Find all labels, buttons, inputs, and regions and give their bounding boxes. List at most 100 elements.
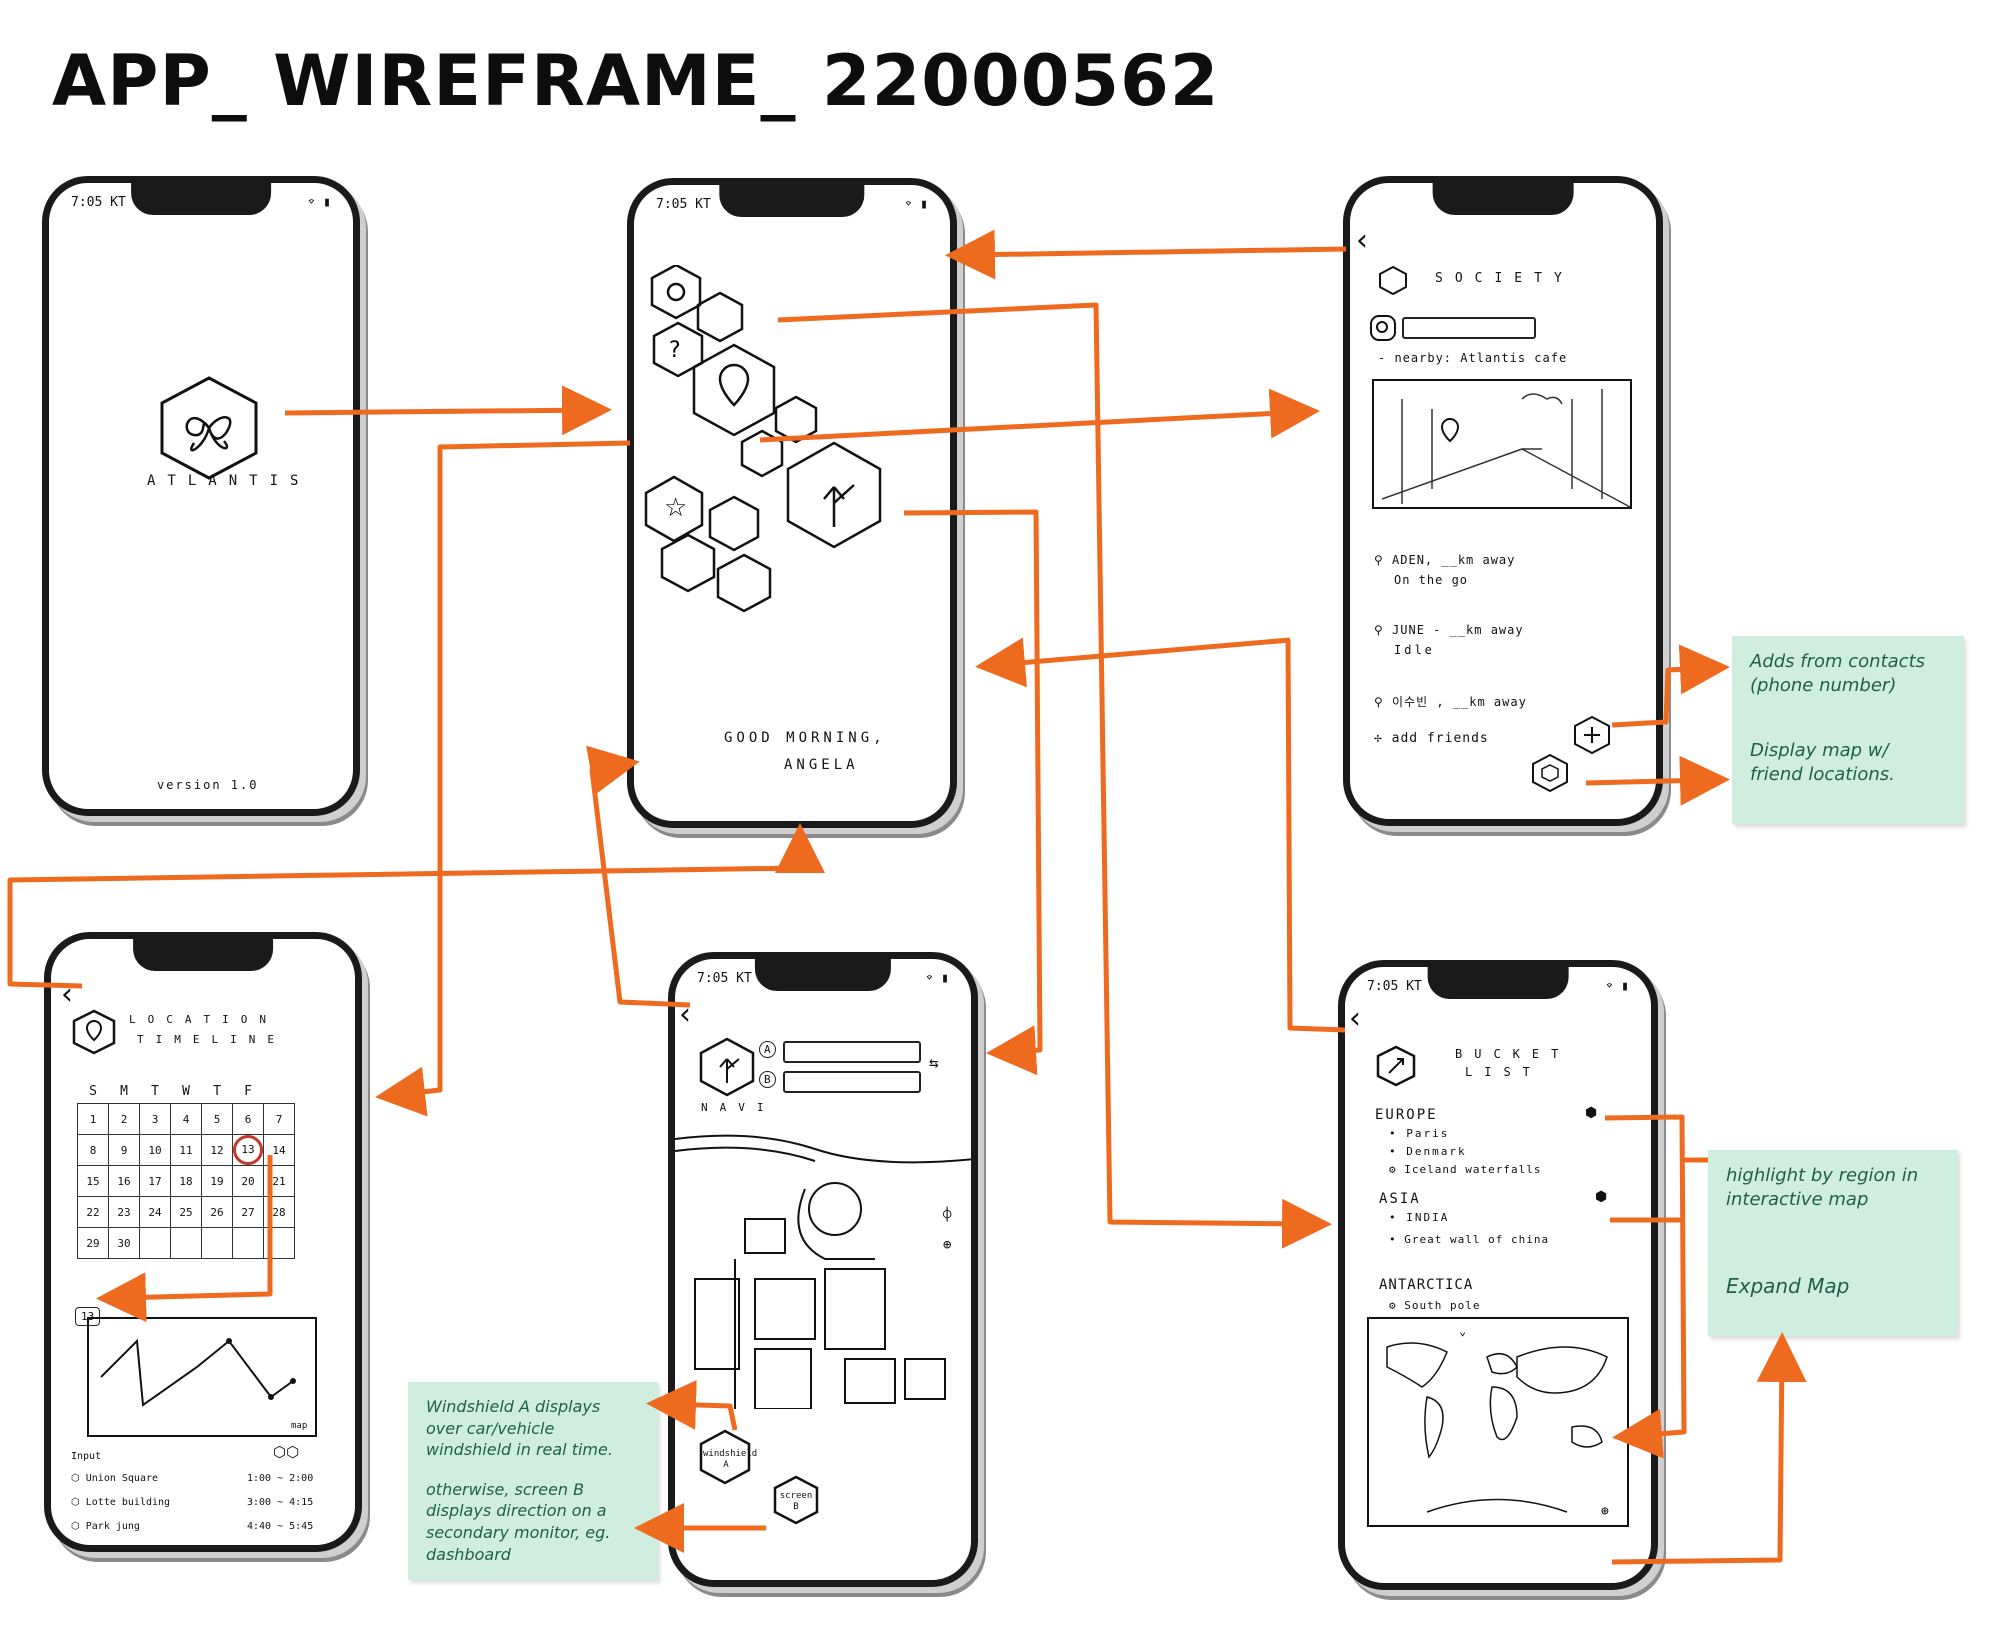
friend-item[interactable]: ⚲ ADEN, __km away	[1374, 553, 1516, 567]
calendar-day[interactable]: 15	[77, 1165, 109, 1197]
calendar-day[interactable]: 12	[201, 1134, 233, 1166]
note-display-map-text: Display map w/ friend locations.	[1750, 739, 1895, 785]
navi-arrow-hex-icon	[699, 1037, 755, 1097]
note-windshield: Windshield A displays over car/vehicle w…	[408, 1382, 658, 1580]
calendar-day[interactable]: 28	[263, 1196, 295, 1228]
note-contacts-text: Adds from contacts (phone number)	[1750, 651, 1926, 697]
weekday-label: F	[244, 1083, 252, 1099]
weekday-label	[264, 1079, 295, 1104]
friend-map-hex-button[interactable]	[1530, 753, 1570, 793]
timeline-hex-icon	[708, 495, 760, 552]
note-windshield-text: Windshield A displays over car/vehicle w…	[426, 1397, 613, 1460]
calendar-day[interactable]: 19	[201, 1165, 233, 1197]
society-heading: SOCIETY	[1435, 271, 1574, 286]
calendar-day[interactable]: 25	[170, 1196, 202, 1228]
calendar-day[interactable]: 30	[108, 1227, 140, 1259]
search-input[interactable]	[1402, 317, 1536, 339]
origin-input[interactable]	[783, 1041, 921, 1063]
region-antarctica[interactable]: ANTARCTICA	[1379, 1277, 1474, 1293]
back-arrow-icon[interactable]: ‹	[61, 977, 73, 1012]
home-hex-menu[interactable]: ? ☆	[634, 265, 954, 705]
calendar-day[interactable]	[263, 1227, 295, 1259]
world-map[interactable]: ⌄ ⊕	[1367, 1317, 1629, 1527]
add-friend-hex-button[interactable]	[1572, 715, 1612, 755]
entry-place: ⬡ Park jung	[71, 1521, 140, 1532]
windshield-a-hex-button[interactable]	[697, 1429, 753, 1485]
screen-b-hex-button[interactable]	[771, 1475, 821, 1525]
note-contacts: Adds from contacts (phone number) Displa…	[1732, 636, 1964, 824]
brand-name: ATLANTIS	[147, 473, 311, 489]
region-highlight-icon[interactable]: ⬢	[1595, 1189, 1608, 1205]
calendar-day[interactable]: 2	[108, 1103, 140, 1135]
timeline-pin-hex-icon	[72, 1009, 116, 1055]
calendar-day[interactable]: 8	[77, 1134, 109, 1166]
friend-status: Idle	[1394, 643, 1435, 657]
calendar-day[interactable]: 6	[232, 1103, 264, 1135]
user-name: ANGELA	[784, 757, 859, 773]
calendar-day[interactable]	[139, 1227, 171, 1259]
friend-name: 이수빈 , __km away	[1392, 695, 1527, 709]
add-friends-button[interactable]: ✢ add friends	[1374, 731, 1489, 746]
friend-item[interactable]: ⚲ JUNE - __km away	[1374, 623, 1524, 637]
atlantis-logo-icon	[160, 376, 258, 480]
calendar-day[interactable]: 4	[170, 1103, 202, 1135]
back-arrow-icon[interactable]: ‹	[679, 997, 691, 1032]
region-highlight-icon[interactable]: ⬢	[1585, 1105, 1598, 1121]
calendar-day[interactable]: 5	[201, 1103, 233, 1135]
back-arrow-icon[interactable]: ‹	[1356, 223, 1368, 258]
swap-route-icon[interactable]: ⇆	[929, 1053, 939, 1072]
timeline-heading: LOCATION	[129, 1013, 278, 1026]
calendar-day-selected[interactable]: 13	[232, 1134, 264, 1166]
calendar-day[interactable]: 7	[263, 1103, 295, 1135]
calendar-day[interactable]: 29	[77, 1227, 109, 1259]
destination-input[interactable]	[783, 1071, 921, 1093]
help-hex-icon	[652, 321, 704, 378]
weekday-label: M	[120, 1083, 128, 1099]
region-europe[interactable]: EUROPE	[1375, 1107, 1438, 1123]
status-time: 7:05 KT	[697, 971, 752, 986]
calendar-day[interactable]: 18	[170, 1165, 202, 1197]
slot-b-label: B	[759, 1071, 776, 1088]
calendar-day[interactable]	[170, 1227, 202, 1259]
wifi-battery-icon: ⌔ ▮	[307, 195, 331, 210]
arrow-home-to-timeline	[375, 440, 631, 1117]
svg-text:⊕: ⊕	[943, 1237, 952, 1253]
calendar-day[interactable]: 9	[108, 1134, 140, 1166]
note-expand-text: Expand Map	[1726, 1273, 1850, 1298]
wifi-battery-icon: ⌔ ▮	[1605, 979, 1629, 994]
weekday-label: S	[89, 1083, 97, 1099]
calendar-day[interactable]: 3	[139, 1103, 171, 1135]
calendar-day[interactable]: 22	[77, 1196, 109, 1228]
status-time: 7:05 KT	[1367, 979, 1422, 994]
calendar-day[interactable]: 27	[232, 1196, 264, 1228]
wifi-battery-icon: ⌔ ▮	[925, 971, 949, 986]
bucket-item-label: INDIA	[1406, 1211, 1450, 1224]
calendar-day[interactable]	[232, 1227, 264, 1259]
expand-toggle-icon[interactable]: ⬡⬡	[273, 1443, 300, 1461]
calendar-day[interactable]: 14	[263, 1134, 295, 1166]
add-friends-label: add friends	[1391, 731, 1489, 746]
route-map-graph[interactable]	[87, 1317, 317, 1437]
back-arrow-icon[interactable]: ‹	[1349, 1001, 1361, 1036]
calendar-day[interactable]: 17	[139, 1165, 171, 1197]
bucket-heading-2: LIST	[1465, 1065, 1542, 1079]
calendar-day[interactable]: 16	[108, 1165, 140, 1197]
calendar-day[interactable]: 24	[139, 1196, 171, 1228]
calendar-day[interactable]: 11	[170, 1134, 202, 1166]
home-screen: 7:05 KT ⌔ ▮ ? ☆ GOOD MORNING, ANGELA	[627, 178, 957, 828]
navigation-map[interactable]: ⌽ ⊕	[675, 1109, 975, 1409]
bucket-item-label: Denmark	[1406, 1145, 1467, 1158]
region-asia[interactable]: ASIA	[1379, 1191, 1421, 1207]
search-icon[interactable]	[1370, 315, 1396, 341]
street-view-illustration[interactable]	[1372, 379, 1632, 509]
calendar-day[interactable]: 1	[77, 1103, 109, 1135]
calendar-day[interactable]: 26	[201, 1196, 233, 1228]
calendar-day[interactable]: 20	[232, 1165, 264, 1197]
calendar-day[interactable]: 10	[139, 1134, 171, 1166]
friend-item[interactable]: ⚲ 이수빈 , __km away	[1374, 695, 1527, 709]
bucket-list-screen: 7:05 KT ⌔ ▮ ‹ BUCKET LIST EUROPE ⬢ • Par…	[1338, 960, 1658, 1590]
calendar-day[interactable]	[201, 1227, 233, 1259]
calendar-day[interactable]: 23	[108, 1196, 140, 1228]
calendar-day[interactable]: 21	[263, 1165, 295, 1197]
